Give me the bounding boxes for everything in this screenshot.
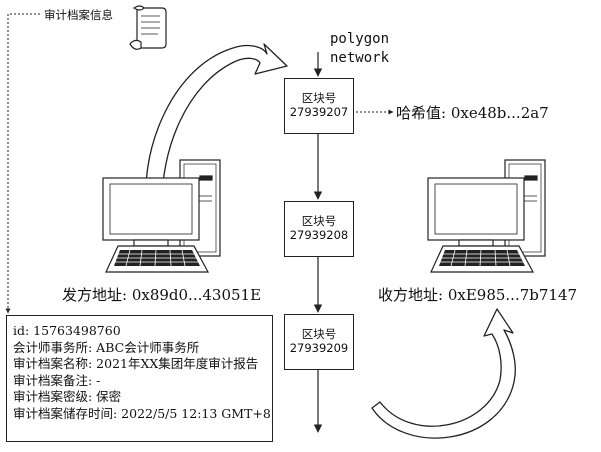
info-level: 审计档案密级: 保密 [13, 389, 122, 404]
block-label: 区块号 [301, 214, 337, 228]
curved-arrow-lower [371, 308, 516, 439]
computer-icon [427, 159, 546, 273]
archive-connector-line [5, 13, 40, 314]
block-27939209[interactable]: 区块号 27939209 [284, 314, 354, 370]
info-firm: 会计师事务所: ABC会计师事务所 [13, 339, 200, 355]
block-number: 27939209 [289, 341, 349, 355]
block-number: 27939207 [289, 105, 349, 119]
info-note: 审计档案备注: - [13, 372, 101, 388]
info-name: 审计档案名称: 2021年XX集团年度审计报告 [13, 356, 259, 371]
network-label: polygon network [330, 30, 389, 68]
archive-info-label: 审计档案信息 [44, 8, 113, 22]
block-27939207[interactable]: 区块号 27939207 [284, 78, 354, 134]
block-number: 27939208 [289, 228, 349, 242]
sender-address-label: 发方地址: 0x89d0...43051E [62, 286, 262, 304]
info-id: id: 15763498760 [13, 323, 121, 338]
network-label-line2: network [330, 50, 390, 66]
block-27939208[interactable]: 区块号 27939208 [284, 201, 354, 257]
network-label-line1: polygon [330, 31, 390, 47]
block-label: 区块号 [301, 91, 337, 105]
receiver-address-label: 收方地址: 0xE985...7b7147 [378, 286, 578, 304]
computer-icon [102, 159, 221, 273]
scroll-icon [129, 5, 167, 50]
block-label: 区块号 [301, 327, 337, 341]
info-time: 审计档案储存时间: 2022/5/5 12:13 GMT+8 [13, 405, 271, 421]
archive-info-box: id: 15763498760 会计师事务所: ABC会计师事务所 审计档案名称… [6, 315, 273, 442]
hash-label: 哈希值: 0xe48b...2a7 [396, 104, 549, 122]
